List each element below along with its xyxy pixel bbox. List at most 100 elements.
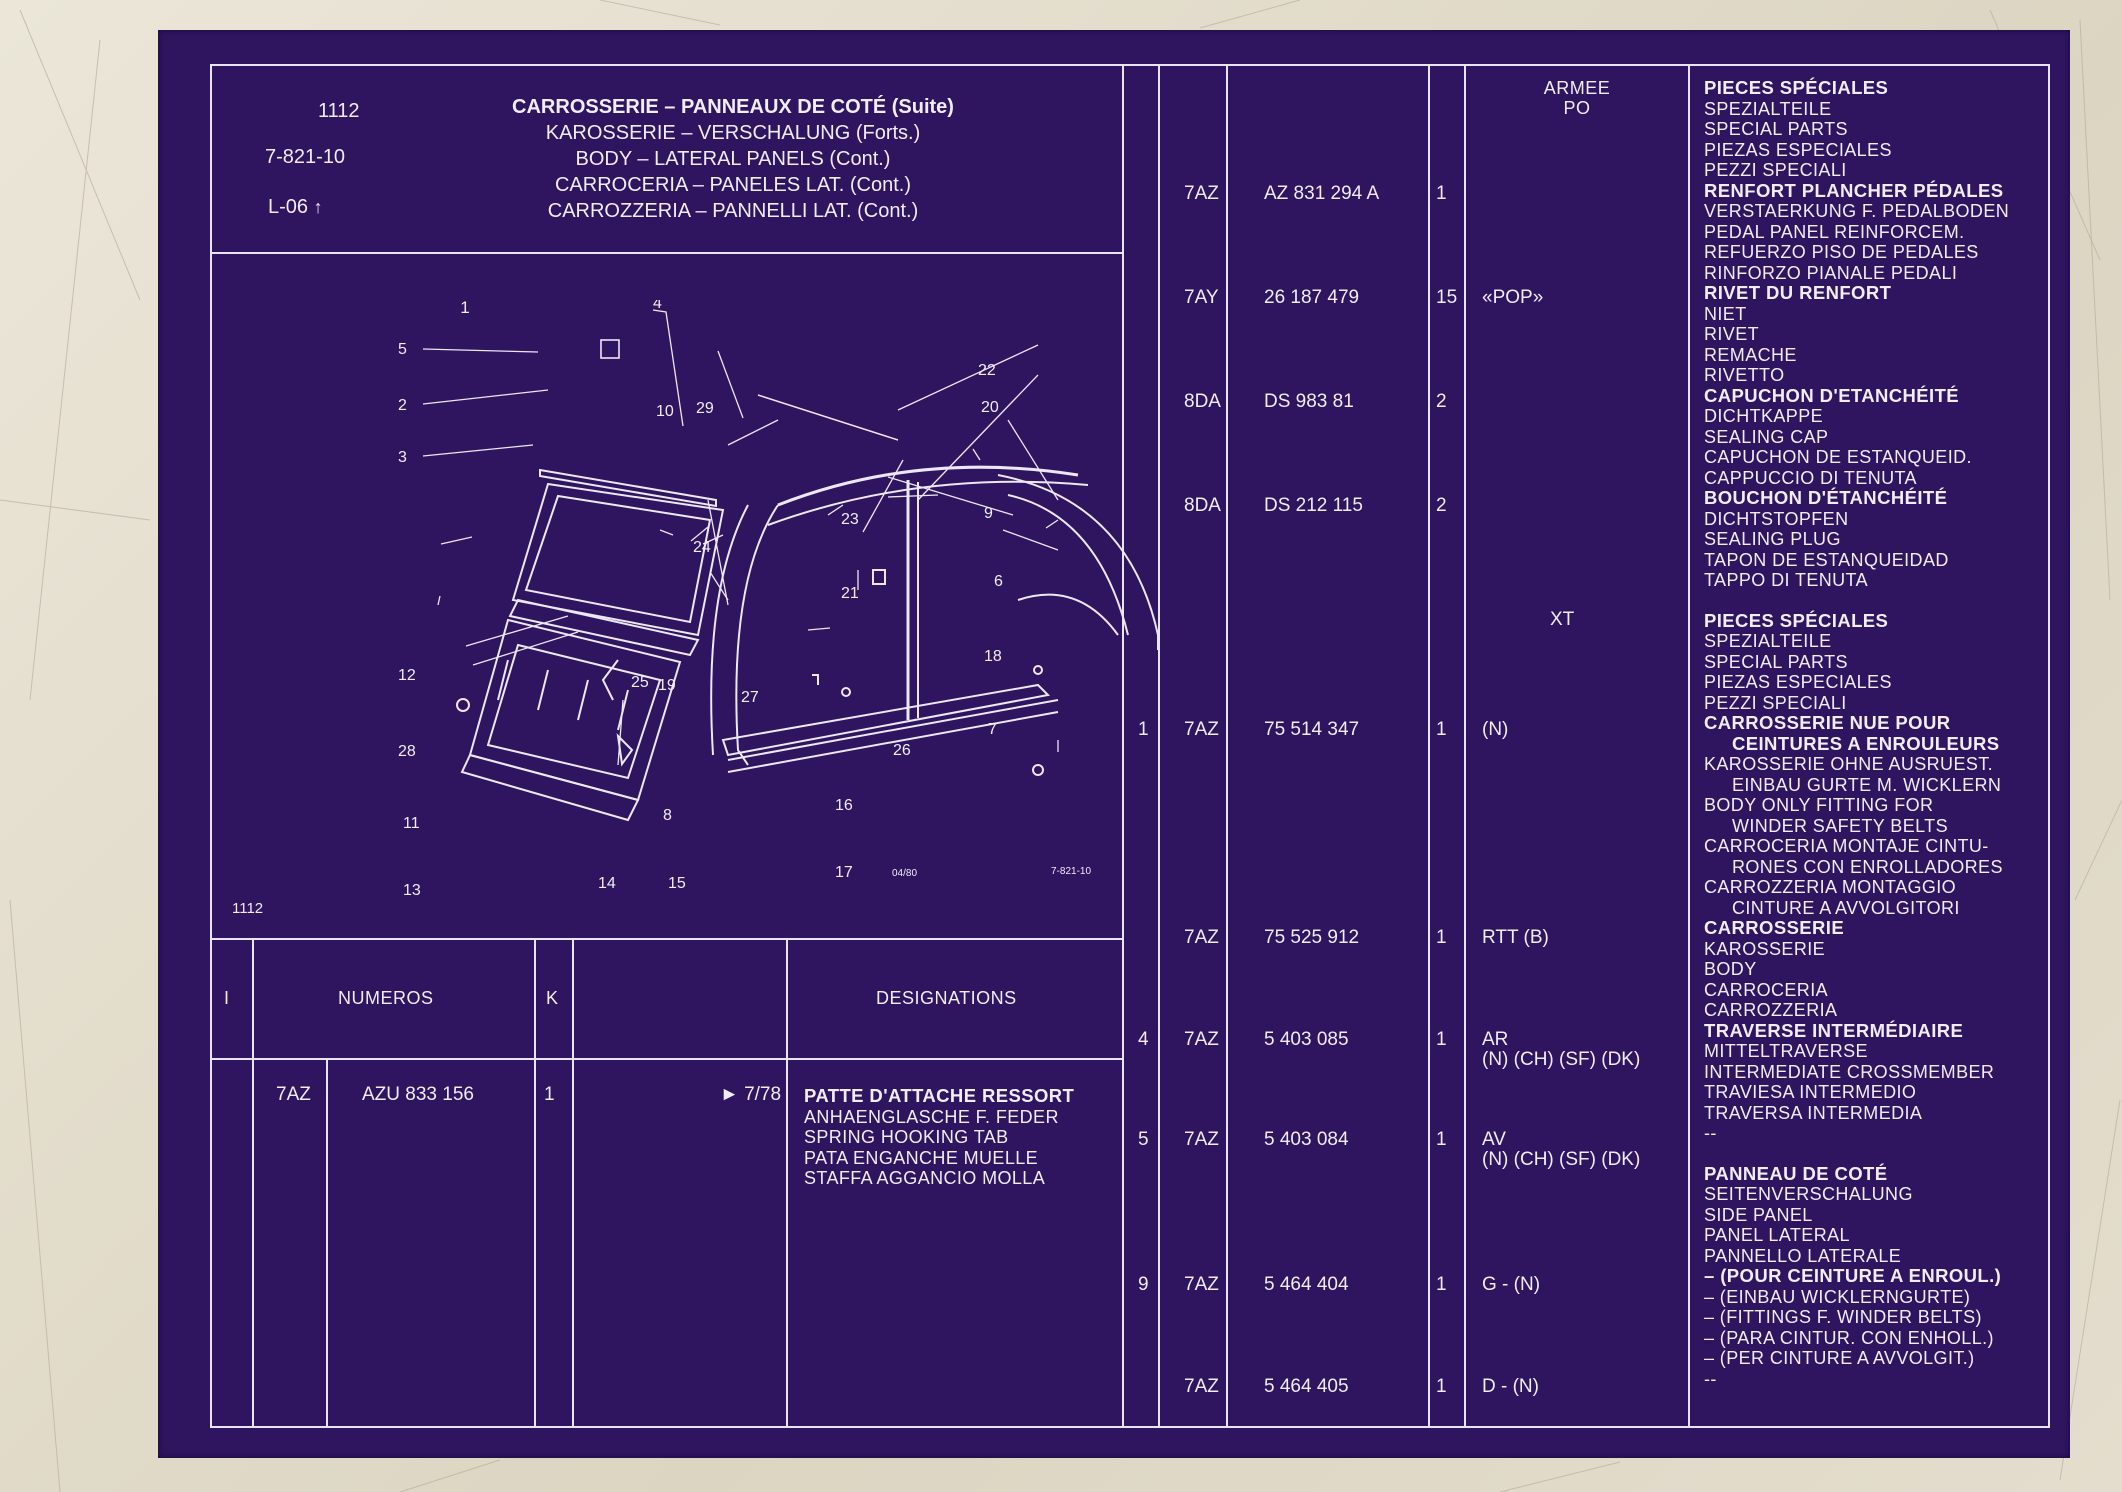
- callout-16: 16: [835, 797, 853, 814]
- callout-20: 20: [981, 399, 999, 416]
- callout-22: 22: [978, 362, 996, 379]
- row-quantity: 1: [1436, 1129, 1447, 1150]
- callout-5: 5: [398, 341, 407, 358]
- diagram-ref: 1112: [232, 900, 264, 917]
- designation-line: PIECES SPÉCIALES: [1704, 77, 1889, 98]
- designation-line: PANNEAU DE COTÉ: [1704, 1162, 1888, 1184]
- row-observation: (N): [1482, 719, 1509, 740]
- designation-line: CAPUCHON DE ESTANQUEID.: [1704, 447, 1972, 467]
- left-row-number: AZU 833 156: [362, 1084, 474, 1105]
- arrow-up-icon: ↑: [313, 197, 323, 217]
- designation-line: SPEZIALTEILE: [1704, 631, 1832, 651]
- designation-line: KAROSSERIE OHNE AUSRUEST.: [1704, 754, 1994, 774]
- designation-line: PATTE D'ATTACHE RESSORT: [804, 1085, 1075, 1106]
- designation-line: RONES CON ENROLLADORES: [1732, 856, 2003, 877]
- row-number: 75 525 912: [1264, 927, 1360, 948]
- row-number: 5 403 085: [1264, 1029, 1349, 1050]
- designation-line: – (PARA CINTUR. CON ENHOLL.): [1704, 1327, 1994, 1348]
- callout-3: 3: [398, 449, 407, 466]
- designation-line: RENFORT PLANCHER PÉDALES: [1704, 179, 2004, 201]
- designation-line: SPECIAL PARTS: [1704, 651, 1848, 672]
- designation-line: TAPPO DI TENUTA: [1704, 570, 1869, 590]
- title-line-it: CARROZZERIA – PANNELLI LAT. (Cont.): [547, 200, 919, 222]
- callout-23: 23: [841, 511, 859, 528]
- callout-19: 19: [658, 677, 676, 694]
- callout-15: 15: [668, 875, 686, 892]
- left-row-type: 7AZ: [276, 1084, 311, 1105]
- designation-line: PANEL LATERAL: [1704, 1225, 1850, 1245]
- designation-line: --: [1704, 1123, 1717, 1143]
- row-type: 7AZ: [1184, 719, 1219, 740]
- row-quantity: 1: [1436, 1274, 1447, 1295]
- designation-line: CARROCERIA: [1704, 979, 1829, 1000]
- row-type: 7AZ: [1184, 1376, 1219, 1397]
- header-ref: 1112: [318, 100, 360, 122]
- designation-line: PEDAL PANEL REINFORCEM.: [1704, 221, 1965, 242]
- callout-21: 21: [841, 585, 859, 602]
- designation-line: RIVET DU RENFORT: [1704, 282, 1892, 303]
- callout-8: 8: [663, 807, 672, 824]
- designation-line: PEZZI SPECIALI: [1704, 160, 1847, 180]
- row-number: 26 187 479: [1264, 287, 1360, 308]
- row-index: 9: [1138, 1274, 1149, 1295]
- designation-line: SEALING PLUG: [1704, 529, 1841, 549]
- designation-line: ANHAENGLASCHE F. FEDER: [804, 1106, 1059, 1127]
- row-quantity: 15: [1436, 287, 1458, 308]
- callout-25: 25: [631, 674, 649, 691]
- row-observation: RTT (B): [1482, 927, 1549, 948]
- row-number: 5 464 405: [1264, 1376, 1349, 1397]
- callout-6: 6: [994, 573, 1003, 590]
- designation-line: PANNELLO LATERALE: [1704, 1245, 1902, 1266]
- row-type: 8DA: [1184, 391, 1221, 412]
- title-line-es: CARROCERIA – PANELES LAT. (Cont.): [554, 174, 912, 196]
- designation-line: SPECIAL PARTS: [1704, 119, 1848, 139]
- designation-line: MITTELTRAVERSE: [1704, 1041, 1868, 1061]
- callout-12: 12: [398, 667, 416, 684]
- designation-line: – (POUR CEINTURE A ENROUL.): [1704, 1265, 2002, 1286]
- designation-line: SEITENVERSCHALUNG: [1704, 1184, 1913, 1204]
- callout-9: 9: [984, 505, 993, 522]
- row-quantity: 1: [1436, 183, 1447, 204]
- designation-line: PEZZI SPECIALI: [1704, 692, 1847, 713]
- col-header-designations: DESIGNATIONS: [876, 988, 1017, 1008]
- designation-line: RINFORZO PIANALE PEDALI: [1704, 262, 1958, 283]
- callout-10: 10: [656, 403, 674, 420]
- callout-2: 2: [398, 397, 407, 414]
- designation-line: CAPPUCCIO DI TENUTA: [1704, 467, 1917, 488]
- designation-line: VERSTAERKUNG F. PEDALBODEN: [1704, 201, 2010, 221]
- designation-line: WINDER SAFETY BELTS: [1732, 815, 1948, 836]
- callout-27: 27: [741, 689, 759, 706]
- designation-line: EINBAU GURTE M. WICKLERN: [1732, 774, 2002, 795]
- diagram-drawing-code: 7-821-10: [1051, 866, 1092, 877]
- designation-line: SPRING HOOKING TAB: [804, 1127, 1009, 1147]
- row-index: 5: [1138, 1129, 1149, 1150]
- left-row-note: ► 7/78: [720, 1084, 782, 1105]
- designation-line: PIECES SPÉCIALES: [1704, 609, 1889, 631]
- designation-line: CINTURE A AVVOLGITORI: [1732, 897, 1960, 918]
- designation-line: DICHTKAPPE: [1704, 406, 1824, 426]
- row-quantity: 1: [1436, 1029, 1447, 1050]
- row-number: 75 514 347: [1264, 719, 1360, 740]
- row-type: 7AZ: [1184, 927, 1219, 948]
- row-number: AZ 831 294 A: [1264, 183, 1380, 204]
- designation-line: [1704, 591, 2009, 611]
- row-observation: AV (N) (CH) (SF) (DK): [1482, 1129, 1641, 1170]
- designation-line: BOUCHON D'ÉTANCHÉITÉ: [1704, 487, 1948, 508]
- row-observation: D - (N): [1482, 1376, 1539, 1397]
- designation-line: CARROCERIA MONTAJE CINTU-: [1704, 836, 1989, 856]
- exploded-body-diagram: 4 22 29 5 20 10 2 9 23 24 3 6 21 19 12 1…: [398, 300, 1159, 899]
- row-index: 1: [1138, 719, 1149, 740]
- designation-line: PIEZAS ESPECIALES: [1704, 672, 1892, 692]
- callout-26: 26: [893, 742, 911, 759]
- diagram-date-stamp: 04/80: [892, 868, 918, 879]
- row-number: DS 212 115: [1264, 495, 1363, 516]
- row-number: DS 983 81: [1264, 391, 1354, 412]
- designation-line: RIVETTO: [1704, 365, 1785, 385]
- col-header-numeros: NUMEROS: [338, 988, 434, 1008]
- callout-14: 14: [598, 875, 616, 892]
- designation-line: CARROZZERIA MONTAGGIO: [1704, 877, 1957, 897]
- row-type: 7AZ: [1184, 1129, 1219, 1150]
- designation-line: SIDE PANEL: [1704, 1204, 1813, 1225]
